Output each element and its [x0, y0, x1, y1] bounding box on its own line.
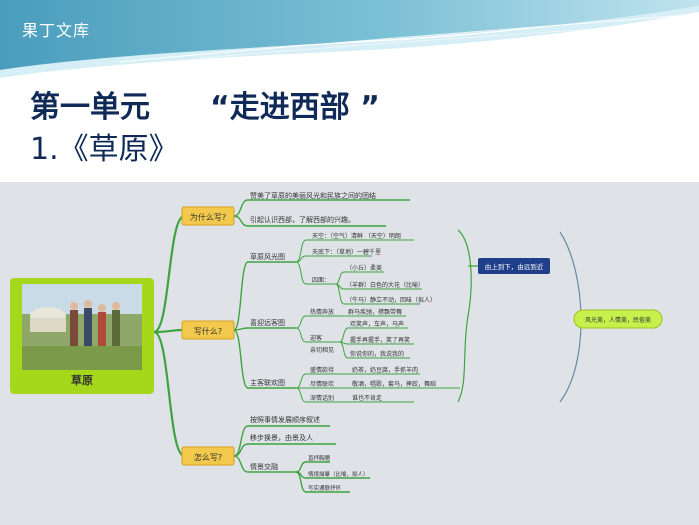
- scene-3-item-5: 深情话别: [310, 394, 334, 402]
- how-item-1: 按照事情发展顺序叙述: [250, 415, 320, 424]
- root-label: 草原: [71, 373, 93, 387]
- scene-2-item-7: 你说你的，我说我的: [350, 350, 404, 358]
- conclusion-bubble: 风光美，人情美，民俗美: [573, 309, 663, 329]
- branch-what: 写什么? 草原风光图 天空：（空气）清鲜 （天空）明朗 天底下：（草地）一碧千里…: [181, 229, 478, 403]
- what-scene-1-label: 草原风光图: [250, 252, 285, 261]
- mindmap-diagram: 草原 为什么写? 赞美了草原的美丽风光和民族之间的团结 引起认识西部，了解西部的…: [10, 191, 663, 493]
- root-image-card: 草原: [10, 278, 154, 394]
- unit-title: 第一单元: [30, 90, 150, 125]
- how-sub-1: 直抒胸臆: [308, 454, 331, 462]
- how-sub-2: 情境描摹（比喻，拟人）: [308, 470, 369, 478]
- scene-3-item-1: 盛情款待: [310, 366, 334, 374]
- scene-1-sub-prefix: 四面：: [312, 277, 330, 284]
- why-item-2: 引起认识西部，了解西部的兴趣。: [250, 215, 355, 224]
- connector-box: 由上到下，由远到近: [478, 258, 550, 274]
- scene-2-item-3: 迎客: [310, 334, 322, 342]
- why-item-1: 赞美了草原的美丽风光和民族之间的团结: [250, 191, 376, 200]
- scene-1-item-2: 天底下：（草地）一碧千里: [312, 248, 381, 256]
- scene-2-item-1: 热情奔放: [310, 308, 334, 316]
- scene-1-item-4: （羊群）白色的大花（比喻）: [346, 281, 424, 289]
- branch-how: 怎么写? 按照事情发展顺序叙述 移步换景，由景及人 情景交融 直抒胸臆 情境描摹…: [181, 415, 370, 493]
- scene-3-item-6: 谁也不肯走: [352, 394, 382, 402]
- connector-label: 由上到下，由远到近: [485, 262, 544, 271]
- branch-why-label: 为什么写?: [190, 212, 226, 222]
- scene-1-item-1: 天空：（空气）清鲜 （天空）明朗: [312, 232, 401, 240]
- lesson-title: 1.《草原》: [30, 132, 179, 167]
- branch-how-label: 怎么写?: [194, 452, 222, 462]
- scene-3-item-2: 奶茶，奶豆腐，手抓羊肉: [352, 366, 418, 374]
- scene-2-item-4: 欢笑声，车声，马声: [350, 320, 404, 328]
- watermark-logo-text: 果丁文库: [22, 21, 91, 40]
- header-wave-band: [0, 0, 699, 78]
- branch-what-label: 写什么?: [194, 326, 222, 336]
- unit-theme-title: “走进西部 ”: [210, 90, 380, 125]
- scene-2-item-5: 亲切相见: [310, 346, 334, 354]
- root-connectors: [153, 214, 185, 458]
- what-scene-3-label: 主客联欢图: [250, 378, 285, 387]
- scene-2-item-2: 群马疾驰，襟飘带舞: [348, 308, 402, 316]
- slide-title-line1: 第一单元 “走进西部 ”: [30, 82, 380, 126]
- branch-why: 为什么写? 赞美了草原的美丽风光和民族之间的团结 引起认识西部，了解西部的兴趣。: [181, 191, 410, 227]
- how-sub-3: 写实通联抒怀: [308, 484, 342, 492]
- what-scene-2-label: 喜迎远客图: [250, 318, 285, 327]
- how-item-3: 情景交融: [250, 462, 278, 471]
- scene-3-item-3: 尽情联欢: [310, 380, 334, 388]
- conclusion-label: 风光美，人情美，民俗美: [585, 316, 651, 324]
- scene-3-item-4: 敬酒，唱歌，套马，摔跤，舞蹈: [352, 380, 436, 388]
- scene-1-item-3: （小丘）柔美: [346, 264, 382, 272]
- how-item-2: 移步换景，由景及人: [250, 433, 313, 442]
- scene-2-item-6: 握手再握手，笑了再笑: [350, 336, 410, 344]
- scene-1-item-5: （牛马）静立不动，回味（拟人）: [346, 296, 436, 304]
